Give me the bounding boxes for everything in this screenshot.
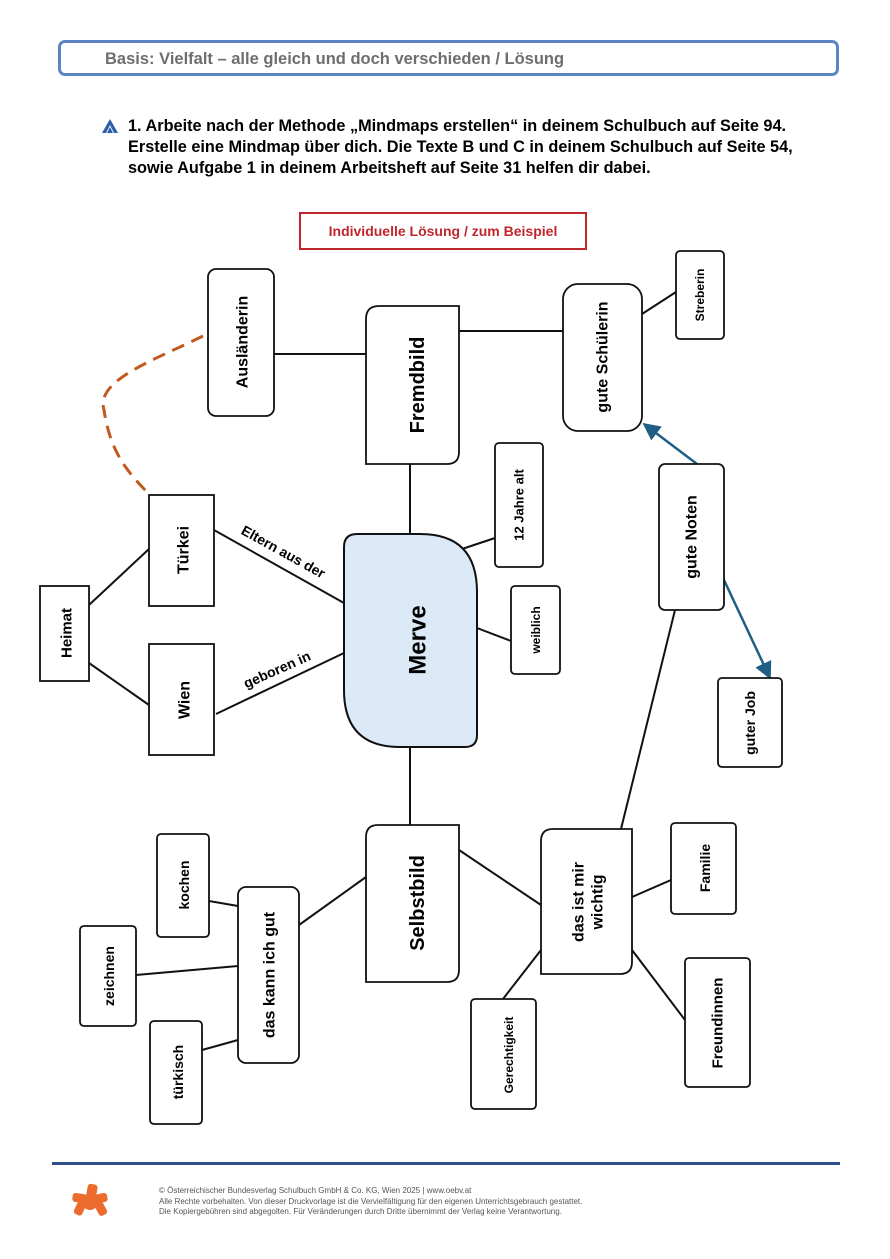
oebv-logo-icon bbox=[72, 1183, 108, 1216]
node-gute-noten-label: gute Noten bbox=[684, 495, 701, 579]
node-tuerkisch bbox=[149, 1020, 203, 1125]
node-gerechtigkeit-label: Gerechtigkeit bbox=[502, 1017, 516, 1094]
node-gute-schuelerin bbox=[562, 283, 643, 432]
node-selbstbild-label: Selbstbild bbox=[407, 855, 429, 951]
edge-selbstbild-wichtig bbox=[458, 849, 542, 906]
node-gerechtigkeit bbox=[470, 998, 537, 1110]
node-heimat-label: Heimat bbox=[59, 608, 76, 658]
node-auslaenderin-label: Ausländerin bbox=[235, 296, 252, 388]
arrow-gutenoten-guterjob bbox=[722, 579, 772, 680]
solution-note-box: Individuelle Lösung / zum Beispiel bbox=[299, 212, 587, 250]
node-das-kann-ich-gut-label: das kann ich gut bbox=[262, 911, 279, 1038]
node-wichtig-label-2: wichtig bbox=[590, 874, 607, 930]
edge-wichtig-freundinnen bbox=[631, 949, 686, 1021]
solution-note: Individuelle Lösung / zum Beispiel bbox=[328, 223, 558, 239]
node-kochen bbox=[156, 833, 210, 938]
node-fremdbild bbox=[365, 305, 460, 465]
edge-selbstbild-kanngut bbox=[298, 876, 367, 926]
footer-copyright: © Österreichischer Bundesverlag Schulbuc… bbox=[159, 1186, 582, 1218]
node-fremdbild-label: Fremdbild bbox=[407, 337, 429, 434]
footer-line-3: Die Kopiergebühren sind abgegolten. Für … bbox=[159, 1207, 562, 1216]
node-freundinnen bbox=[684, 957, 751, 1088]
node-das-ist-mir-wichtig bbox=[540, 828, 633, 975]
node-familie-label: Familie bbox=[697, 844, 713, 892]
node-zeichnen bbox=[79, 925, 137, 1027]
node-auslaenderin bbox=[207, 268, 275, 417]
center-label: Merve bbox=[405, 605, 432, 674]
node-selbstbild bbox=[365, 824, 460, 983]
header-box: Basis: Vielfalt – alle gleich und doch v… bbox=[58, 40, 839, 76]
node-das-kann-ich-gut bbox=[237, 886, 300, 1064]
node-wichtig-label-1: das ist mir bbox=[571, 862, 588, 942]
node-freundinnen-label: Freundinnen bbox=[710, 978, 727, 1069]
triangle-level-icon bbox=[102, 119, 118, 133]
node-tuerkisch-label: türkisch bbox=[170, 1045, 186, 1099]
node-guter-job-label: guter Job bbox=[742, 691, 758, 755]
node-weiblich bbox=[510, 585, 561, 675]
worksheet-title: Basis: Vielfalt – alle gleich und doch v… bbox=[105, 50, 565, 68]
node-gute-noten bbox=[658, 463, 725, 611]
dashed-link-tuerkei-auslaenderin bbox=[101, 334, 204, 497]
arrow-gutenoten-schuelerin bbox=[642, 422, 698, 465]
node-heimat bbox=[39, 585, 90, 682]
node-streberin bbox=[675, 250, 725, 340]
node-tuerkei-label: Türkei bbox=[176, 526, 193, 574]
edge-kanngut-tuerkisch bbox=[201, 1039, 239, 1051]
edge-merve-12jahre bbox=[458, 537, 496, 551]
node-guter-job bbox=[717, 677, 783, 768]
node-wien bbox=[148, 643, 215, 756]
mindmap-connectors bbox=[88, 291, 686, 1051]
edge-heimat-tuerkei bbox=[88, 548, 150, 606]
edge-wichtig-gerechtigkeit bbox=[502, 949, 542, 1000]
task-instruction: 1. Arbeite nach der Methode „Mindmaps er… bbox=[128, 117, 793, 177]
center-node-merve bbox=[343, 533, 478, 748]
edge-wien-merve bbox=[215, 652, 345, 715]
node-zeichnen-label: zeichnen bbox=[101, 946, 117, 1006]
edge-wichtig-familie bbox=[631, 879, 672, 898]
node-wien-label: Wien bbox=[177, 681, 194, 719]
node-kochen-label: kochen bbox=[176, 860, 192, 909]
edge-schuelerin-streberin bbox=[641, 291, 677, 315]
node-12-jahre-alt-label: 12 Jahre alt bbox=[512, 469, 527, 541]
node-familie bbox=[670, 822, 737, 915]
node-12-jahre-alt bbox=[494, 442, 544, 568]
node-tuerkei bbox=[148, 494, 215, 607]
footer-line-1: © Österreichischer Bundesverlag Schulbuc… bbox=[159, 1186, 472, 1195]
edge-wichtig-gutenoten bbox=[620, 609, 676, 830]
node-streberin-label: Streberin bbox=[693, 269, 707, 322]
edge-merve-weiblich bbox=[476, 627, 512, 642]
footer-line-2: Alle Rechte vorbehalten. Von dieser Druc… bbox=[159, 1196, 583, 1206]
edge-kanngut-kochen bbox=[208, 900, 239, 907]
edge-heimat-wien bbox=[88, 662, 150, 706]
node-gute-schuelerin-label: gute Schülerin bbox=[595, 301, 612, 412]
footer-divider bbox=[52, 1162, 840, 1165]
node-weiblich-label: weiblich bbox=[529, 606, 543, 654]
edge-tuerkei-merve bbox=[213, 529, 345, 604]
edge-kanngut-zeichnen bbox=[135, 965, 239, 976]
